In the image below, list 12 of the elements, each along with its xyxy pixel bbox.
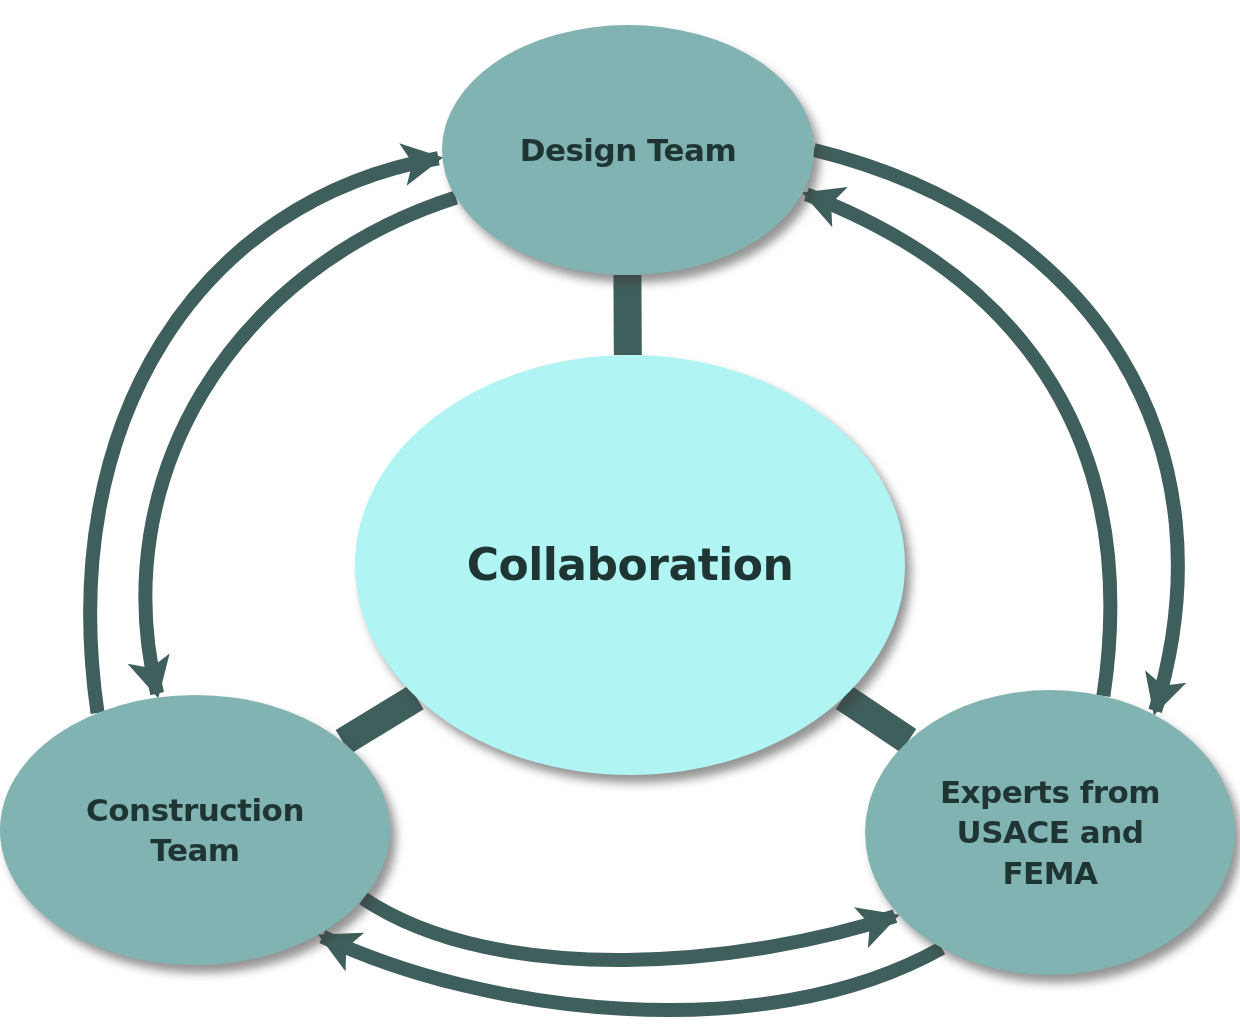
ellipse-node xyxy=(0,695,390,965)
node-label: Design Team xyxy=(519,130,737,170)
connector-bar xyxy=(613,274,642,356)
node-label: Experts from USACE and FEMA xyxy=(938,773,1162,893)
curved-arrow xyxy=(318,930,945,1017)
connector-bar xyxy=(335,685,424,754)
node-label: Construction Team xyxy=(85,790,305,870)
curved-arrow xyxy=(359,892,900,967)
curved-arrow xyxy=(83,145,444,714)
curved-arrow xyxy=(802,187,1117,697)
node-label: Collaboration xyxy=(466,538,794,593)
connector-bar xyxy=(835,685,917,753)
